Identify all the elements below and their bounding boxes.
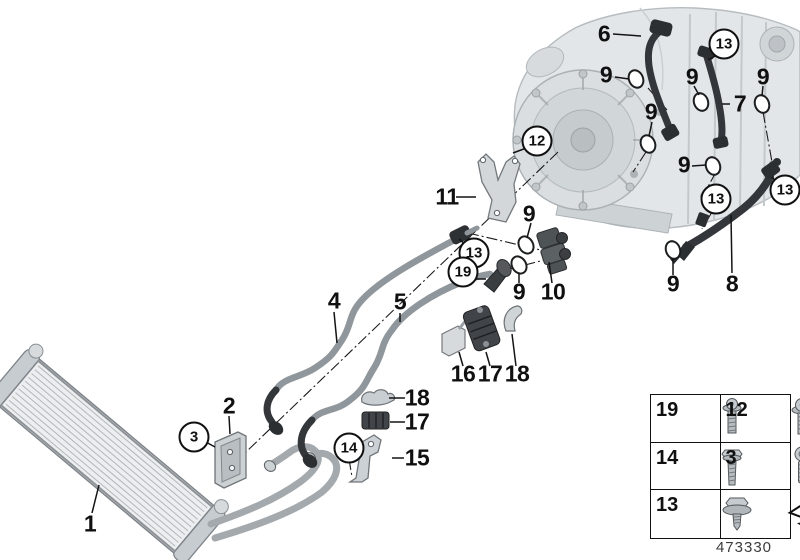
legend-label: 3 — [725, 446, 737, 469]
clamp-17-lower — [361, 411, 390, 430]
clamp-17-upper — [462, 305, 501, 352]
bracket-11 — [477, 153, 521, 223]
legend-label: 14 — [656, 446, 679, 469]
legend-cell-3: 3 — [720, 443, 800, 491]
bracket-2 — [214, 431, 247, 489]
o-rings — [510, 69, 771, 275]
legend-cell-19: 19 — [651, 395, 741, 443]
fasteners-legend: 19 12 14 — [650, 394, 800, 539]
oil-cooler-line-5 — [297, 258, 512, 468]
clip-18-lower — [361, 389, 396, 406]
drawing-number: 473330 — [715, 539, 773, 556]
legend-label: 12 — [725, 399, 748, 421]
oil-cooler-radiator — [0, 343, 229, 560]
legend-label: 13 — [656, 494, 679, 517]
legend-cell-12: 12 — [720, 395, 800, 443]
connector-block-10 — [536, 227, 571, 275]
clip-18-upper — [503, 305, 523, 332]
oil-cooler-line-4 — [263, 225, 480, 435]
legend-cell-14: 14 — [651, 442, 743, 491]
bracket-15 — [347, 434, 382, 483]
transmission-illustration — [512, 7, 800, 234]
legend-cell-13: 13 — [651, 490, 751, 538]
legend-label: 19 — [656, 399, 679, 421]
legend-cell-arrow — [721, 490, 800, 538]
hose-6 — [644, 19, 680, 141]
